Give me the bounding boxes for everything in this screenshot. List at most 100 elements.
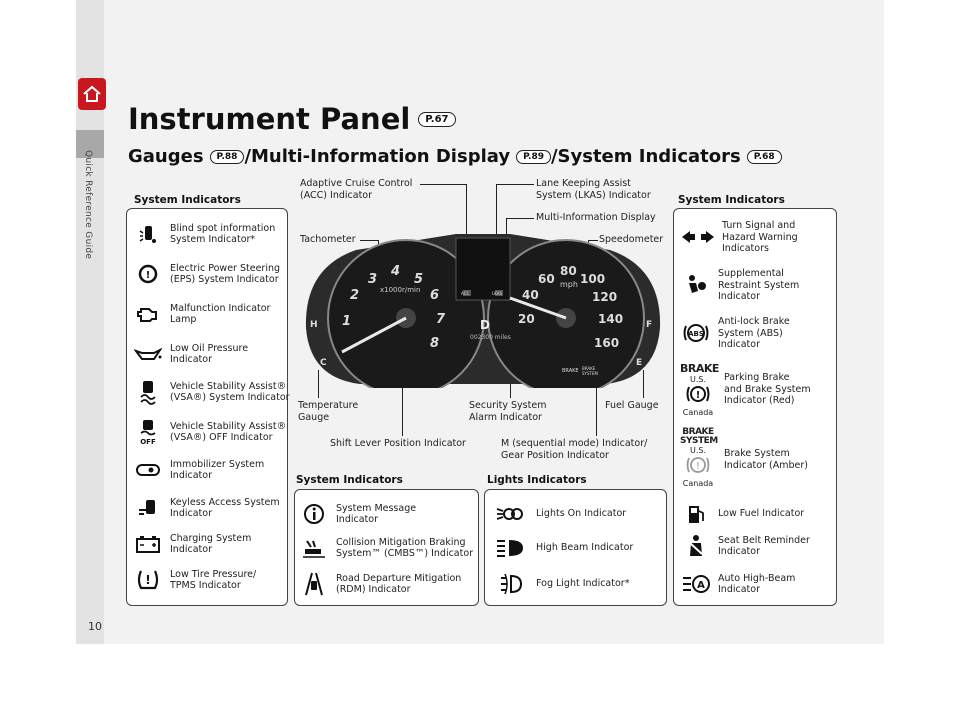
battery-icon [132,530,164,558]
home-button[interactable] [78,78,106,110]
indicator-auto-high-beam: A Auto High-Beam Indicator [680,570,795,598]
vsa-off-icon: OFF [132,418,164,446]
lights-on-icon [494,500,526,528]
title-ref-link[interactable]: P.67 [418,111,456,127]
svg-text:ABS: ABS [688,330,704,338]
callout-fuel: Fuel Gauge [605,400,659,411]
oil-can-icon [132,340,164,368]
indicator-label: Malfunction Indicator Lamp [170,302,271,326]
indicator-turn-signal: Turn Signal and Hazard Warning Indicator… [680,220,798,255]
abs-icon: ABS [680,319,712,347]
indicator-srs: Supplemental Restraint System Indicator [680,268,799,303]
indicator-blind-spot: Blind spot information System Indicator* [132,220,275,248]
leader-line [318,370,319,398]
temp-c-label: C [320,358,327,368]
canada-label: Canada [682,479,714,488]
tach-tick: 4 [391,264,401,279]
indicator-label: Blind spot information System Indicator* [170,222,276,246]
bottom-system-indicators-panel [294,489,479,606]
speed-tick: 60 [538,272,555,286]
svg-text:OFF: OFF [140,438,156,446]
indicator-fog-light: Fog Light Indicator* [494,570,629,598]
speed-tick: 100 [580,272,606,286]
brake-red-icon-group: BRAKE U.S. ! Canada [680,362,719,417]
left-panel-title: System Indicators [134,194,241,206]
svg-text:!: ! [696,461,700,472]
rdm-icon [298,570,330,598]
instrument-cluster-graphic [305,234,661,397]
gear-readout: D [480,318,490,332]
eps-icon: ! [132,260,164,288]
title-text: Instrument Panel [128,102,411,136]
indicator-mil: Malfunction Indicator Lamp [132,300,270,328]
page-title: Instrument Panel P.67 [128,102,456,136]
svg-text:!: ! [696,390,701,401]
callout-lkas: Lane Keeping Assist System (LKAS) Indica… [536,178,651,201]
indicator-label: Anti-lock Brake System (ABS) Indicator [718,316,790,350]
indicator-cmbs: Collision Mitigation Braking System™ (CM… [298,534,473,562]
gauges-ref-link[interactable]: P.88 [209,149,245,164]
leader-line [510,372,511,398]
leader-line [496,184,534,185]
side-label: Quick Reference Guide [83,150,93,260]
indicator-label: Lights On Indicator [536,508,627,520]
indicator-label: Low Fuel Indicator [718,508,805,520]
svg-text:!: ! [145,573,150,587]
indicator-label: System Message Indicator [336,502,417,526]
us-label: U.S. [689,375,707,384]
fog-light-icon [494,570,526,598]
callout-speedometer: Speedometer [599,234,664,245]
indicator-vsa-off: OFF Vehicle Stability Assist® (VSA®) OFF… [132,418,286,446]
indicator-label: Vehicle Stability Assist® (VSA®) System … [170,380,290,404]
indicator-tpms: ! Low Tire Pressure/ TPMS Indicator [132,566,256,594]
leader-line [506,218,534,219]
indicator-lights-on: Lights On Indicator [494,500,626,528]
brake-system-text: BRAKE SYSTEM [680,427,718,446]
indicator-immobilizer: Immobilizer System Indicator [132,456,264,484]
indicator-rdm: Road Departure Mitigation (RDM) Indicato… [298,570,461,598]
callout-shift: Shift Lever Position Indicator [330,438,466,449]
brake-sys-tag: BRAKE SYSTEM [582,366,598,376]
tach-tick: 8 [430,336,440,351]
brake-tag: BRAKE [562,368,579,374]
blind-spot-icon [132,220,164,248]
indicator-oil: Low Oil Pressure Indicator [132,340,248,368]
section-subtitle: Gauges P.88 /Multi-Information Display P… [128,146,782,167]
high-beam-icon [494,534,526,562]
callout-tachometer: Tachometer [300,234,356,245]
tach-tick: 6 [430,288,440,303]
keyless-icon [132,494,164,522]
bottom-sys-panel-title: System Indicators [296,474,403,486]
temp-h-label: H [310,320,318,330]
auto-high-beam-icon: A [680,570,712,598]
svg-text:A: A [697,580,705,591]
sys-ref-link[interactable]: P.68 [746,149,782,164]
leader-line [360,240,378,241]
indicator-label: Parking Brake and Brake System Indicator… [724,372,811,406]
tach-tick: 5 [414,272,424,287]
leader-line [506,218,507,240]
indicator-label: Immobilizer System Indicator [170,458,265,482]
us-label: U.S. [689,446,707,455]
instrument-cluster: 1 2 3 4 5 6 7 8 x1000r/min 20 40 60 80 1… [296,228,670,397]
indicator-label: Electric Power Steering (EPS) System Ind… [170,262,281,286]
brake-text: BRAKE [680,362,719,375]
indicator-label: Vehicle Stability Assist® (VSA®) OFF Ind… [170,420,287,444]
indicator-label: High Beam Indicator [536,542,634,554]
indicator-label: Brake System Indicator (Amber) [724,448,808,471]
tach-tick: 7 [436,312,446,327]
right-system-indicators-panel [673,208,837,606]
indicator-eps: ! Electric Power Steering (EPS) System I… [132,260,280,288]
lights-panel-title: Lights Indicators [487,474,587,486]
subtitle-mid: /Multi-Information Display [244,146,511,167]
tire-pressure-icon: ! [132,566,164,594]
indicator-vsa: Vehicle Stability Assist® (VSA®) System … [132,378,290,406]
callout-m-mode: M (sequential mode) Indicator/ Gear Posi… [501,438,648,461]
indicator-low-fuel: Low Fuel Indicator [680,500,804,528]
brake-amber-icon: ! [680,455,716,479]
speed-tick: 120 [592,290,618,304]
mid-ref-link[interactable]: P.89 [516,149,551,164]
lkas-tag: LKAS [492,291,503,296]
indicator-brake-red: Parking Brake and Brake System Indicator… [718,372,811,407]
fuel-pump-icon [680,500,712,528]
